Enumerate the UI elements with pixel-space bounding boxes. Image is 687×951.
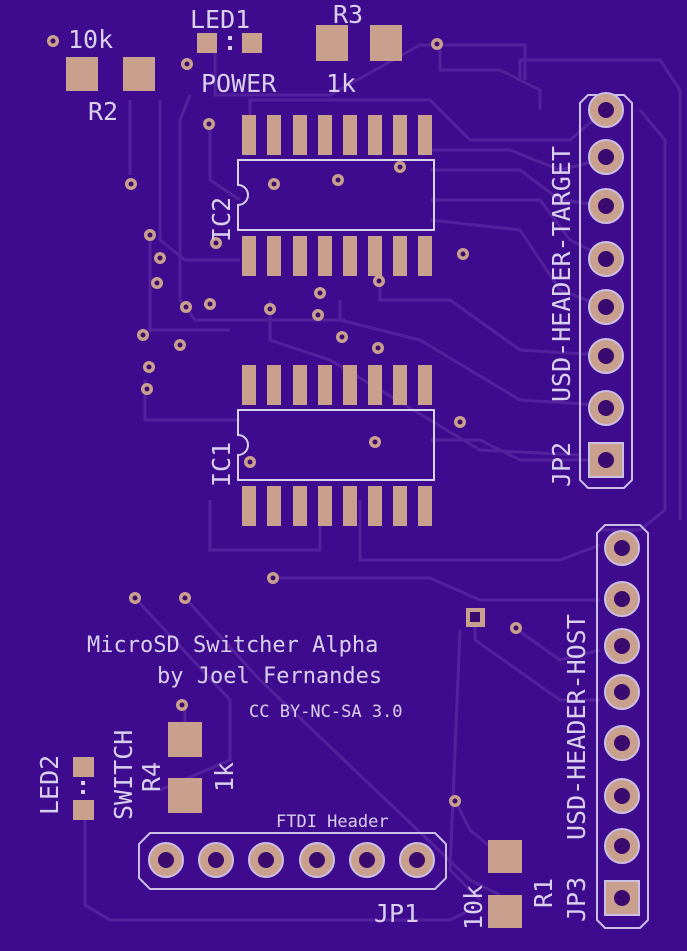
label-r3-value: 1k (326, 69, 356, 98)
ic2-outline (237, 159, 435, 231)
label-power: POWER (201, 69, 277, 98)
board-author: by Joel Fernandes (157, 664, 382, 689)
label-ic2: IC2 (207, 197, 236, 242)
smd-pads-top (66, 25, 402, 91)
label-led1: LED1 (190, 5, 250, 34)
ic1-outline (237, 409, 435, 481)
label-r1: R1 (529, 878, 558, 908)
label-r2-value: 10k (68, 25, 113, 54)
ic1-pads (242, 365, 432, 526)
via-holes (50, 38, 519, 804)
square-via (470, 612, 480, 622)
label-jp3: JP3 (562, 877, 591, 922)
jp2-header (579, 92, 633, 489)
label-switch: SWITCH (109, 730, 138, 820)
smd-pads-bottom (73, 608, 522, 928)
label-header-target: USD-HEADER-TARGET (547, 146, 576, 402)
label-jp2: JP2 (547, 442, 576, 487)
label-r2: R2 (88, 97, 118, 126)
board-title: MicroSD Switcher Alpha (87, 633, 378, 658)
board-license: CC BY-NC-SA 3.0 (249, 702, 403, 722)
label-r4-value: 1k (210, 762, 239, 792)
label-ic1: IC1 (207, 442, 236, 487)
label-jp1: JP1 (374, 899, 419, 928)
label-led2: LED2 (35, 755, 64, 815)
ic2-pads (242, 115, 432, 276)
label-ftdi-header: FTDI Header (276, 812, 389, 832)
jp1-ftdi-header (138, 832, 447, 890)
jp3-header (596, 524, 649, 929)
led-silk-marks (81, 36, 232, 794)
label-r3: R3 (333, 0, 363, 29)
label-header-host: USD-HEADER-HOST (562, 614, 591, 840)
label-r4: R4 (137, 762, 166, 792)
label-r1-value: 10k (459, 885, 488, 930)
